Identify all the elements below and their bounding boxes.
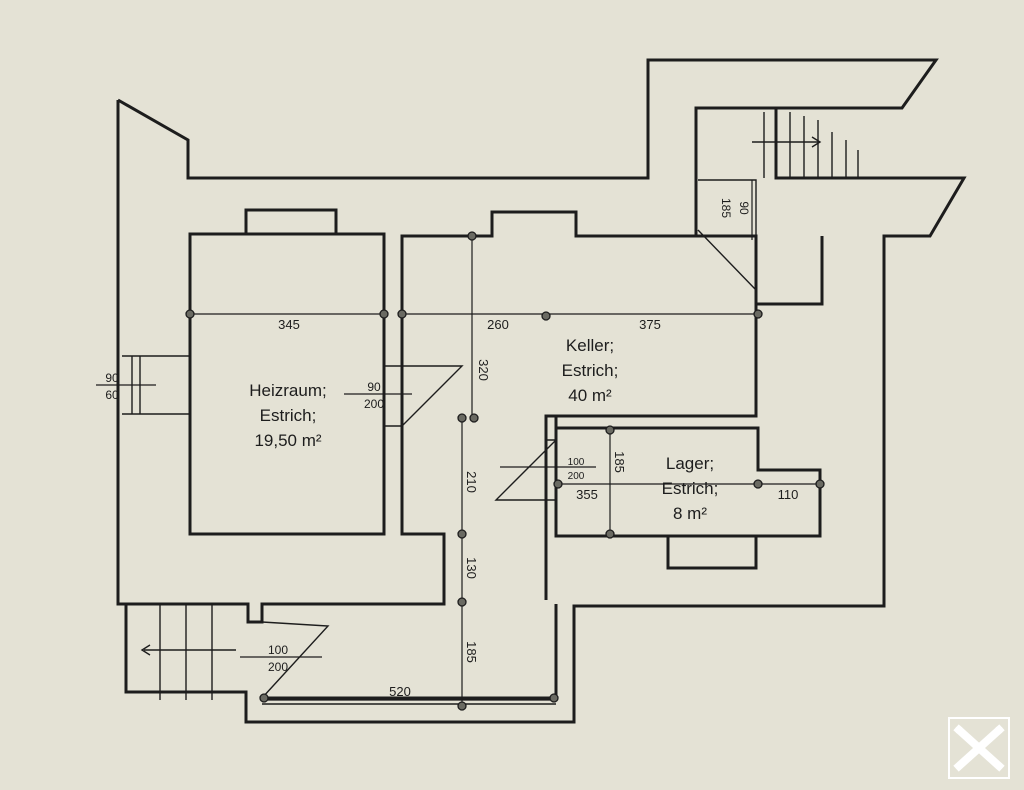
keller-name: Keller; xyxy=(566,336,614,355)
lager-area: 8 m² xyxy=(673,504,707,523)
heizraum-area: 19,50 m² xyxy=(254,431,321,450)
svg-text:90: 90 xyxy=(367,380,381,394)
keller-floor: Estrich; xyxy=(562,361,619,380)
staircase-top xyxy=(697,112,859,292)
dim-keller-left: 260 xyxy=(487,317,509,332)
svg-text:200: 200 xyxy=(268,660,288,674)
lager-niche xyxy=(666,536,758,570)
keller-inner-wall xyxy=(544,304,758,600)
dim-keller-vertical: 320 xyxy=(476,359,491,381)
fraction-door-heizraum: 90 200 xyxy=(364,380,384,411)
dim-corridor-3: 185 xyxy=(464,641,479,663)
raiffeisen-gable-cross-icon xyxy=(948,717,1010,779)
dim-bottom-width: 520 xyxy=(389,684,411,699)
dim-corridor-2: 130 xyxy=(464,557,479,579)
room-label-heizraum: Heizraum; Estrich; 19,50 m² xyxy=(249,381,326,450)
svg-text:200: 200 xyxy=(364,397,384,411)
svg-text:200: 200 xyxy=(568,471,585,482)
bottom-door xyxy=(261,621,330,699)
room-label-lager: Lager; Estrich; 8 m² xyxy=(662,454,719,523)
dim-lager-height: 185 xyxy=(612,451,627,473)
lager-name: Lager; xyxy=(666,454,714,473)
svg-text:100: 100 xyxy=(268,643,288,657)
lager-outer-wall xyxy=(546,414,558,428)
lager-door xyxy=(494,439,557,501)
heizraum-floor: Estrich; xyxy=(260,406,317,425)
dim-lager-right: 110 xyxy=(778,487,799,502)
dim-heizraum-width: 345 xyxy=(278,317,300,332)
heizraum-name: Heizraum; xyxy=(249,381,326,400)
left-window xyxy=(122,355,190,415)
keller-wall xyxy=(696,234,824,306)
measurement-points xyxy=(185,231,825,711)
heizraum-chimney xyxy=(244,208,338,234)
fraction-door-lager: 100 200 xyxy=(568,457,585,482)
room-label-keller: Keller; Estrich; 40 m² xyxy=(562,336,619,405)
lager-floor: Estrich; xyxy=(662,479,719,498)
fraction-stair-top: 90 185 xyxy=(719,198,751,218)
fraction-door-bottom: 100 200 xyxy=(268,643,288,674)
lager-wall xyxy=(554,426,822,538)
left-outer-wall xyxy=(116,100,126,606)
svg-text:90: 90 xyxy=(737,201,751,215)
svg-text:100: 100 xyxy=(568,457,585,468)
outer-wall xyxy=(117,58,967,724)
dim-lager-width: 355 xyxy=(576,487,598,502)
heizraum-wall xyxy=(188,232,386,536)
staircase-bottom xyxy=(140,604,236,700)
fraction-window-left: 90 60 xyxy=(105,371,119,402)
keller-area: 40 m² xyxy=(568,386,612,405)
dim-keller-right: 375 xyxy=(639,317,661,332)
svg-text:60: 60 xyxy=(105,388,119,402)
heizraum-door xyxy=(384,365,464,427)
dim-corridor-1: 210 xyxy=(464,471,479,493)
svg-text:185: 185 xyxy=(719,198,733,218)
svg-text:90: 90 xyxy=(105,371,119,385)
